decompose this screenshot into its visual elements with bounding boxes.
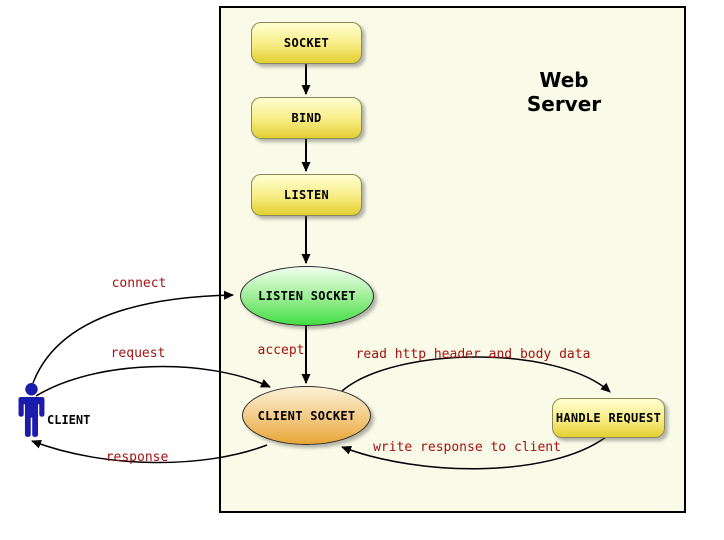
bind-node: BIND [251, 97, 362, 139]
request-edge-label: request [110, 346, 166, 361]
client-person-icon [18, 383, 45, 437]
socket-node: SOCKET [251, 22, 362, 64]
connect-arrow [32, 290, 234, 384]
response-edge-label: response [105, 450, 169, 465]
connect-edge-label: connect [111, 276, 167, 291]
listen-socket-node: LISTEN SOCKET [240, 266, 374, 326]
bind-node-label: BIND [291, 111, 322, 125]
write-response-edge-label: write response to client [373, 440, 561, 455]
socket-node-label: SOCKET [283, 36, 330, 50]
listen-node: LISTEN [251, 174, 362, 216]
handle-request-node: HANDLE REQUEST [552, 398, 665, 438]
listen-socket-node-label: LISTEN SOCKET [258, 289, 356, 303]
read-http-edge-label: read http header and body data [355, 347, 591, 362]
listen-node-label: LISTEN [283, 188, 330, 202]
diagram-title: Web Server [526, 68, 602, 116]
client-socket-node-label: CLIENT SOCKET [257, 408, 356, 423]
handle-request-node-label: HANDLE REQUEST [555, 411, 662, 425]
client-actor-label: CLIENT [47, 413, 91, 427]
accept-edge-label: accept [257, 343, 305, 358]
client-socket-node: CLIENT SOCKET [242, 386, 371, 445]
